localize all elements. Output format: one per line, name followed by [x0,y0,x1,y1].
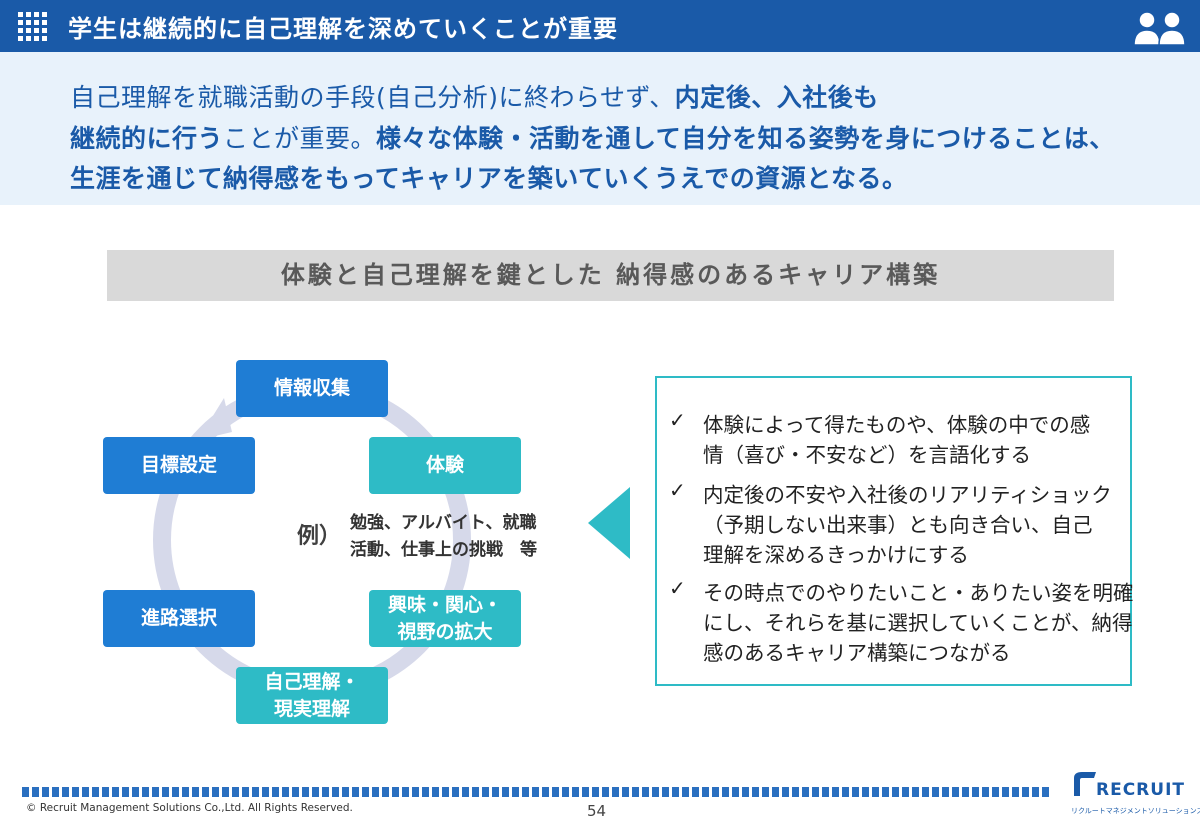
people-icon [1133,11,1186,46]
node-label: 体験 [425,454,464,476]
intro-line-3: 生涯を通じて納得感をもってキャリアを築いていくうえでの資源となる。 [70,159,908,195]
node-experience: 体験 [369,437,521,494]
node-self-understanding: 自己理解・現実理解 [236,667,388,724]
recruit-logo-icon [1074,772,1096,796]
intro-emphasis: 継続的に行う [70,124,224,153]
page-number: 54 [587,802,607,820]
intro-line-1: 自己理解を就職活動の手段(自己分析)に終わらせず、内定後、入社後も [70,78,879,114]
node-label: 自己理解・ [264,670,360,693]
node-label: 進路選択 [140,607,217,629]
subtitle-bar: 体験と自己理解を鍵とした 納得感のあるキャリア構築 [107,250,1114,301]
bullet-text: 感のあるキャリア構築につながる [703,641,1011,665]
example-label: 例） [297,524,342,549]
check-icon: ✓ [669,478,686,502]
diagram-subtitle: 体験と自己理解を鍵とした 納得感のあるキャリア構築 [280,261,941,289]
bullet-text: 内定後の不安や入社後のリアリティショック [703,483,1112,507]
check-icon: ✓ [669,408,686,432]
bullet-text: （予期しない出来事）とも向き合い、自己 [703,513,1093,537]
node-label: 現実理解 [273,697,350,720]
cycle-arrow-icon [198,398,232,440]
node-interest: 興味・関心・視野の拡大 [369,590,521,647]
grid-icon [18,12,47,41]
copyright: © Recruit Management Solutions Co.,Ltd. … [26,802,353,814]
bullet-text: 理解を深めるきっかけにする [703,543,969,567]
logo-subtitle: リクルートマネジメントソリューションズ [1071,807,1200,815]
footer-divider [22,787,1050,797]
intro-emphasis: 内定後、入社後も [674,83,879,112]
node-career-choice: 進路選択 [103,590,255,647]
node-info-gathering: 情報収集 [236,360,388,417]
pointer-triangle-icon [588,487,630,559]
bullet-text: にし、それらを基に選択していくことが、納得 [703,611,1133,635]
header-bar: 学生は継続的に自己理解を深めていくことが重要 [0,0,1200,52]
example-text: 活動、仕事上の挑戦 等 [350,540,537,560]
intro-text: 自己理解を就職活動の手段(自己分析)に終わらせず、 [70,83,675,112]
intro-emphasis: 様々な体験・活動を通して自分を知る姿勢を身につけることは、 [376,124,1115,153]
node-label: 情報収集 [273,377,350,399]
node-label: 目標設定 [140,454,217,476]
bullet-text: 情（喜び・不安など）を言語化する [703,443,1031,467]
intro-text: ことが重要。 [223,124,377,153]
intro-panel: 自己理解を就職活動の手段(自己分析)に終わらせず、内定後、入社後も 継続的に行う… [0,52,1200,205]
logo-text: RECRUIT [1096,780,1185,800]
bullet-text: 体験によって得たものや、体験の中での感 [703,413,1091,437]
node-label: 興味・関心・ [387,593,502,616]
node-goal-setting: 目標設定 [103,437,255,494]
notes-box: ✓ 体験によって得たものや、体験の中での感 情（喜び・不安など）を言語化する ✓… [655,376,1134,686]
intro-line-2: 継続的に行うことが重要。様々な体験・活動を通して自分を知る姿勢を身につけることは… [70,119,1115,155]
node-label: 視野の拡大 [397,620,493,643]
check-icon: ✓ [669,576,686,600]
intro-emphasis: 生涯を通じて納得感をもってキャリアを築いていくうえでの資源となる。 [70,164,908,193]
page-title: 学生は継続的に自己理解を深めていくことが重要 [68,15,618,43]
example-text: 勉強、アルバイト、就職 [350,513,537,533]
bullet-text: その時点でのやりたいこと・ありたい姿を明確 [703,581,1134,605]
